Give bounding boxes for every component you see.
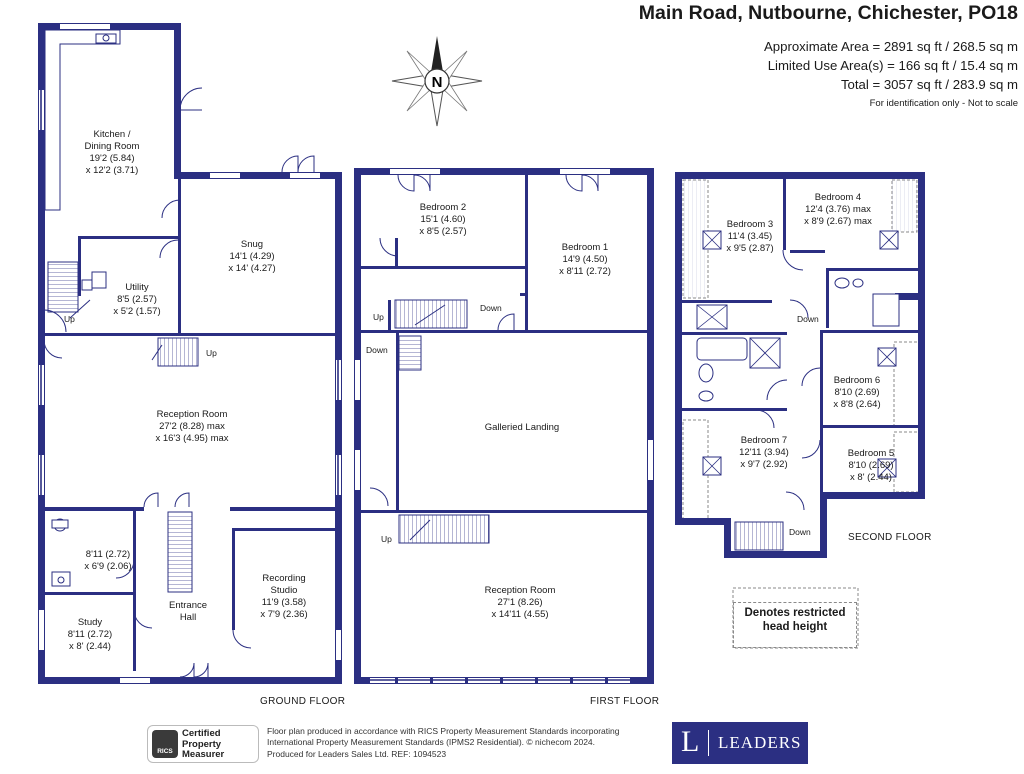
footer-line: Produced for Leaders Sales Ltd. REF: 109… <box>267 748 447 759</box>
leaders-logo-divider <box>708 730 710 756</box>
ground-floor-plan <box>38 23 342 684</box>
total-area: Total = 3057 sq ft / 283.9 sq m <box>840 77 1018 92</box>
property-address: Main Road, Nutbourne, Chichester, PO18 <box>638 2 1018 24</box>
restricted-head-height-legend: Denotes restricted head height <box>733 602 857 648</box>
compass-rose-icon <box>391 36 483 127</box>
disclaimer: For identification only - Not to scale <box>869 98 1018 109</box>
floor-label-ground: GROUND FLOOR <box>260 696 345 707</box>
rics-line: Measurer <box>182 749 225 760</box>
room-galleried-landing: Galleried Landing <box>485 422 559 433</box>
floor-label-first: FIRST FLOOR <box>590 696 659 707</box>
rics-line: Property <box>182 738 222 750</box>
footer-notes: Floor plan produced in accordance with R… <box>267 726 619 760</box>
stair-label-down: Down <box>789 527 811 537</box>
stair-label-down: Down <box>797 314 819 324</box>
rics-line: Certified <box>182 728 221 739</box>
stair-label-up: Up <box>64 314 75 324</box>
compass-north-label: N <box>432 74 443 91</box>
stair-label-up: Up <box>206 348 217 358</box>
approximate-area: Approximate Area = 2891 sq ft / 268.5 sq… <box>763 39 1018 54</box>
footer-line: Floor plan produced in accordance with R… <box>267 726 620 736</box>
legend-line: Denotes restricted <box>744 607 846 619</box>
rics-badge-icon: RICS <box>152 730 178 758</box>
rics-certified-logo: RICS Certified Property Measurer <box>147 725 259 763</box>
legend-line: head height <box>762 621 828 633</box>
stair-label-up: Up <box>381 534 392 544</box>
stair-label-down: Down <box>366 345 388 355</box>
limited-use-area: Limited Use Area(s) = 166 sq ft / 15.4 s… <box>767 58 1018 73</box>
stair-label-up: Up <box>373 312 384 322</box>
leaders-logo-letter: L <box>681 725 700 758</box>
stair-label-down: Down <box>480 303 502 313</box>
room-cloakroom: 8'11 (2.72)x 6'9 (2.06) <box>84 549 131 572</box>
footer-line: International Property Measurement Stand… <box>267 737 596 748</box>
leaders-logo: L LEADERS <box>672 722 808 764</box>
second-floor-plan <box>675 172 925 649</box>
floor-label-second: SECOND FLOOR <box>848 532 932 543</box>
rics-text: Certified Property Measurer <box>182 728 225 761</box>
first-floor-plan <box>354 168 654 684</box>
leaders-logo-name: LEADERS <box>718 733 802 752</box>
